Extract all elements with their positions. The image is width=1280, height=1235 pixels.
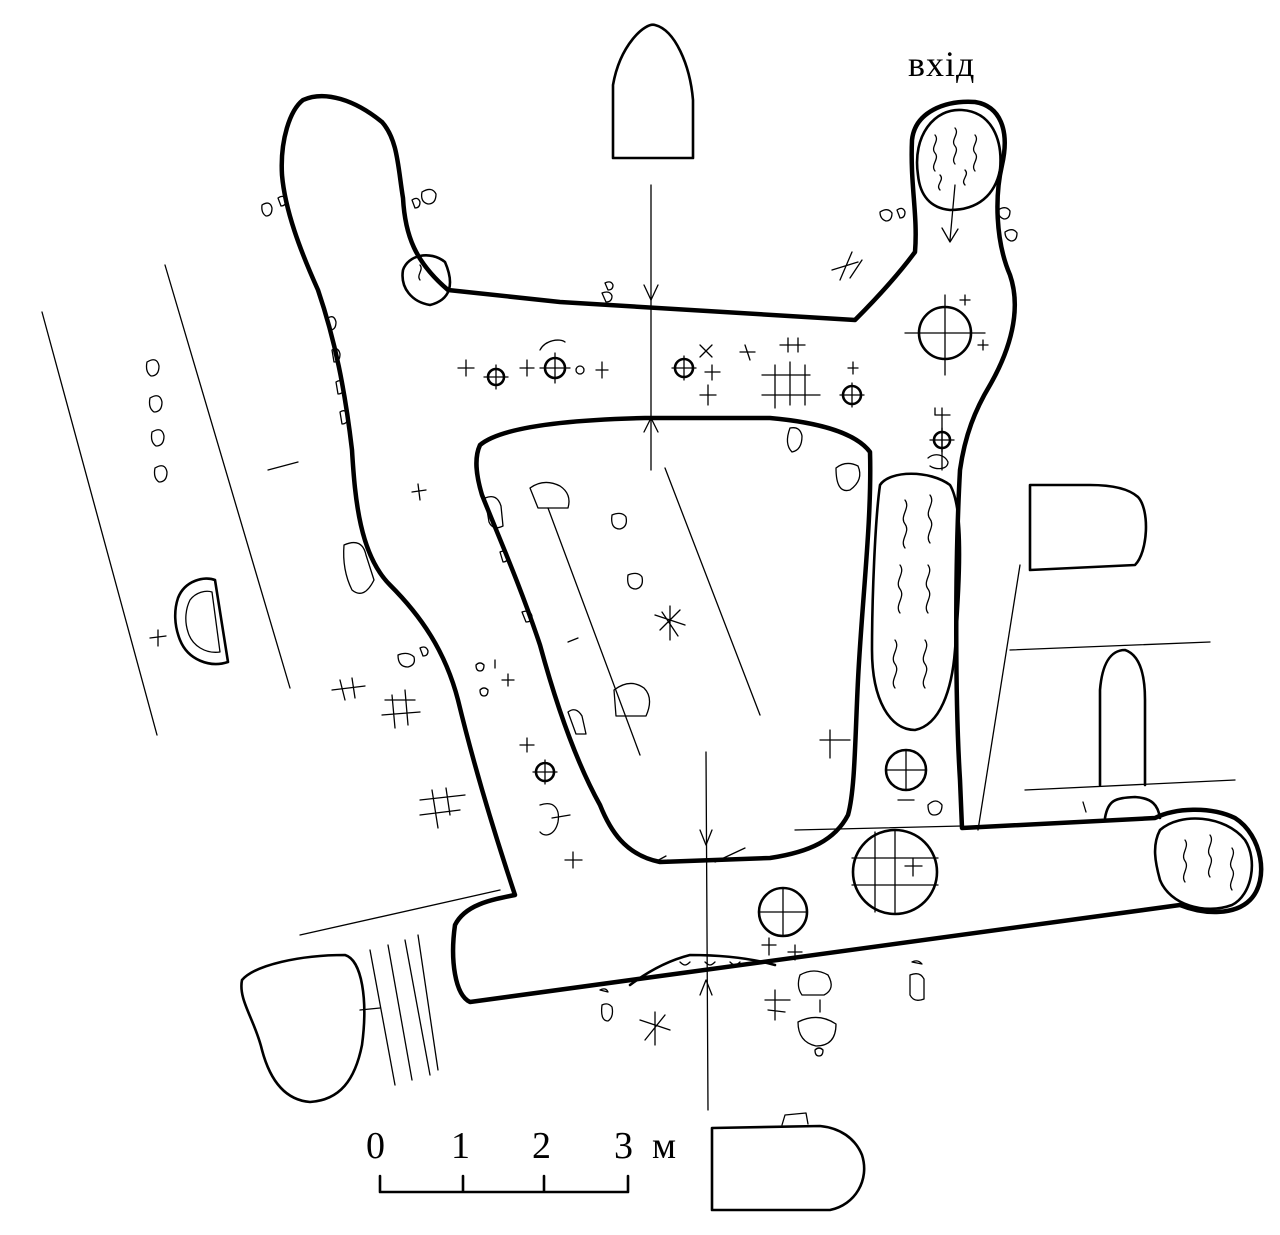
circle-cross-south-big xyxy=(851,828,939,916)
niches xyxy=(145,188,1018,1057)
section-top xyxy=(611,23,695,160)
cave-outline xyxy=(279,93,1264,1005)
circle-cross-east-small xyxy=(884,748,943,816)
cross-sections xyxy=(611,23,1236,1212)
passage-line xyxy=(794,825,963,831)
engraved-symbols xyxy=(331,251,951,1046)
section-lines xyxy=(643,184,713,1111)
scale-bar: 0 1 2 3 м xyxy=(366,1125,676,1194)
central-pillar xyxy=(474,415,873,865)
entrance-pool xyxy=(915,108,1002,212)
west-passage-lines xyxy=(41,264,291,736)
nw-small-pool xyxy=(401,254,452,307)
interior-lines xyxy=(267,461,761,936)
east-pool xyxy=(1153,817,1254,911)
entrance-label: вхід xyxy=(908,44,975,84)
section-bottom xyxy=(710,1124,866,1212)
water-ripples xyxy=(418,127,1235,891)
scale-tick-3: 3 xyxy=(614,1125,633,1167)
west-arc-feature xyxy=(149,577,230,666)
scale-tick-2: 2 xyxy=(532,1125,551,1167)
section-right-upper xyxy=(1028,483,1148,572)
scale-tick-0: 0 xyxy=(366,1125,385,1167)
sw-block xyxy=(240,934,439,1104)
outer-wall xyxy=(279,93,1264,1005)
scale-tick-1: 1 xyxy=(451,1125,470,1167)
water-areas xyxy=(401,108,1254,911)
sw-rock-block xyxy=(240,953,366,1104)
long-pool xyxy=(870,472,962,732)
circle-cross-south-small xyxy=(757,886,809,961)
scale-unit: м xyxy=(652,1125,676,1167)
section-right-mid xyxy=(1098,648,1147,787)
small-circle-crosses xyxy=(483,339,955,785)
lower-ledge xyxy=(628,953,777,987)
scale-bar-line xyxy=(378,1174,630,1194)
circle-cross-ne xyxy=(904,294,989,376)
